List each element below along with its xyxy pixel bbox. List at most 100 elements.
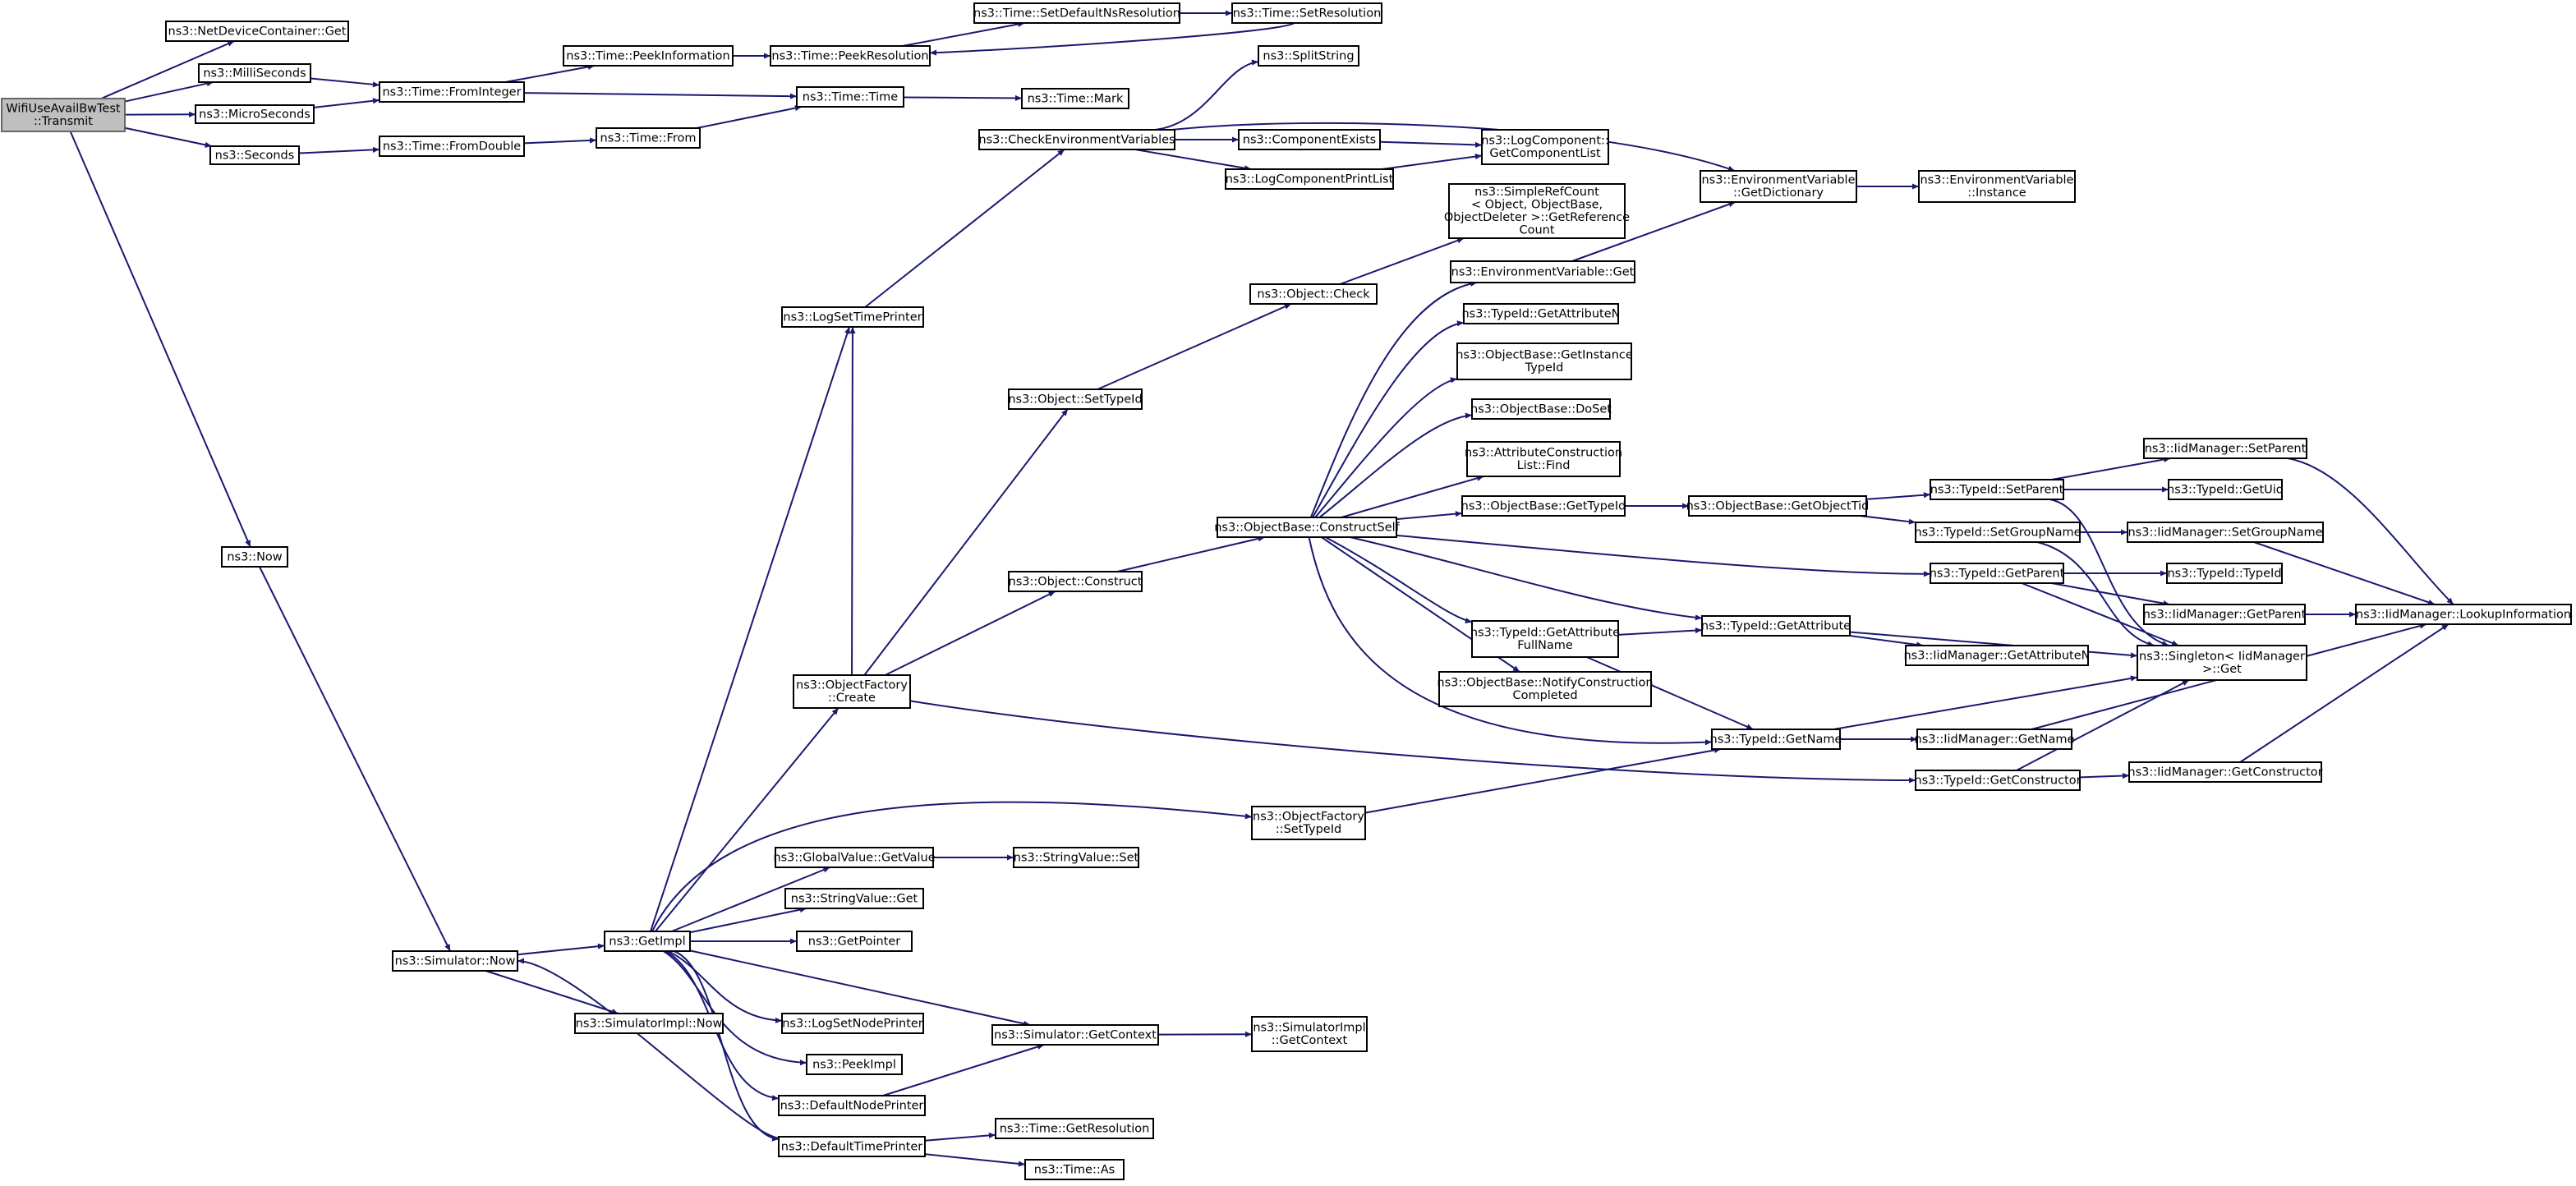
node-svGet[interactable]: ns3::StringValue::Get — [784, 888, 924, 909]
node-label: ns3::Time::SetResolution — [1233, 7, 1382, 20]
node-setDefNs[interactable]: ns3::Time::SetDefaultNsResolution — [973, 2, 1180, 24]
node-envDict[interactable]: ns3::EnvironmentVariable::GetDictionary — [1700, 170, 1857, 203]
node-simNow[interactable]: ns3::Simulator::Now — [392, 950, 518, 972]
node-logPrintList[interactable]: ns3::LogComponentPrintList — [1225, 168, 1394, 190]
node-ndcGet[interactable]: ns3::NetDeviceContainer::Get — [165, 21, 349, 42]
call-edge — [864, 149, 1065, 308]
node-singleton[interactable]: ns3::Singleton< IidManager>::Get — [2137, 645, 2307, 681]
node-logSetTime[interactable]: ns3::LogSetTimePrinter — [781, 306, 924, 328]
node-getPointer[interactable]: ns3::GetPointer — [796, 931, 913, 952]
node-box — [1450, 260, 1635, 283]
node-label: ns3::Now — [227, 550, 282, 563]
node-compExists[interactable]: ns3::ComponentExists — [1238, 129, 1381, 150]
node-peekInfo[interactable]: ns3::Time::PeekInformation — [563, 45, 734, 67]
node-label: ns3::DefaultNodePrinter — [780, 1099, 924, 1112]
node-envGet[interactable]: ns3::EnvironmentVariable::Get — [1450, 260, 1635, 283]
node-label: ns3::ObjectBase::NotifyConstruction — [1437, 677, 1653, 690]
node-defTimePrinter[interactable]: ns3::DefaultTimePrinter — [778, 1136, 926, 1157]
node-label: >::Get — [2202, 663, 2242, 676]
node-box — [2143, 604, 2306, 625]
node-iidGetCtor[interactable]: ns3::IidManager::GetConstructor — [2128, 761, 2323, 783]
node-objCheck[interactable]: ns3::Object::Check — [1249, 283, 1378, 305]
call-edge — [849, 326, 856, 676]
node-iidGetAttrN[interactable]: ns3::IidManager::GetAttributeN — [1903, 645, 2091, 666]
node-simImplNow[interactable]: ns3::SimulatorImpl::Now — [574, 1013, 724, 1034]
node-iidGetParent[interactable]: ns3::IidManager::GetParent — [2143, 604, 2307, 625]
node-doSet[interactable]: ns3::ObjectBase::DoSet — [1470, 398, 1612, 420]
node-svSet[interactable]: ns3::StringValue::Set — [1013, 847, 1139, 868]
node-setTypeId[interactable]: ns3::Object::SetTypeId — [1008, 388, 1143, 410]
node-setRes[interactable]: ns3::Time::SetResolution — [1231, 2, 1382, 24]
node-obGetTid[interactable]: ns3::ObjectBase::GetTypeId — [1461, 495, 1626, 517]
node-notify[interactable]: ns3::ObjectBase::NotifyConstructionCompl… — [1437, 671, 1654, 707]
call-edge — [2253, 541, 2436, 605]
call-edge — [1617, 627, 1703, 636]
node-iidSetGroup[interactable]: ns3::IidManager::SetGroupName — [2127, 522, 2324, 543]
node-defNodePrinter[interactable]: ns3::DefaultNodePrinter — [778, 1095, 926, 1116]
node-envInst[interactable]: ns3::EnvironmentVariable::Instance — [1918, 170, 2076, 203]
node-box — [1463, 303, 1619, 324]
node-label: ns3::EnvironmentVariable — [1920, 174, 2073, 187]
node-label: WifiUseAvailBwTest — [6, 103, 121, 116]
node-label: ns3::MilliSeconds — [203, 67, 306, 80]
node-label: ns3::Time::GetResolution — [1000, 1122, 1150, 1135]
call-edge — [1097, 303, 1292, 390]
node-fromDbl[interactable]: ns3::Time::FromDouble — [379, 136, 525, 157]
node-label: FullName — [1517, 639, 1573, 652]
node-ofCreate[interactable]: ns3::ObjectFactory::Create — [793, 674, 911, 709]
node-getObjTid[interactable]: ns3::ObjectBase::GetObjectTid — [1686, 495, 1870, 517]
node-getAttr[interactable]: ns3::TypeId::GetAttribute — [1701, 615, 1851, 637]
node-getResolution[interactable]: ns3::Time::GetResolution — [995, 1118, 1154, 1139]
call-edge — [667, 950, 783, 1024]
node-objConstruct[interactable]: ns3::Object::Construct — [1008, 571, 1143, 592]
node-getImpl[interactable]: ns3::GetImpl — [604, 931, 691, 952]
node-getUid[interactable]: ns3::TypeId::GetUid — [2167, 479, 2284, 500]
node-label: ns3::Time::Mark — [1028, 92, 1124, 105]
node-simImplCtx[interactable]: ns3::SimulatorImpl::GetContext — [1251, 1016, 1368, 1052]
node-box — [1249, 283, 1378, 305]
node-ofSetTid[interactable]: ns3::ObjectFactory::SetTypeId — [1251, 806, 1366, 840]
node-label: ns3::TypeId::SetGroupName — [1914, 526, 2081, 539]
node-label: ns3::EnvironmentVariable — [1701, 174, 1855, 187]
node-timeAs[interactable]: ns3::Time::As — [1024, 1159, 1125, 1180]
node-tidGetName[interactable]: ns3::TypeId::GetName — [1710, 729, 1842, 750]
node-refCount[interactable]: ns3::SimpleRefCount< Object, ObjectBase,… — [1444, 183, 1630, 239]
node-box — [991, 1024, 1159, 1046]
node-logSetNode[interactable]: ns3::LogSetNodePrinter — [781, 1013, 924, 1034]
node-tidGetParent[interactable]: ns3::TypeId::GetParent — [1930, 563, 2065, 584]
node-timeFrom[interactable]: ns3::Time::From — [596, 127, 701, 149]
node-label: List::Find — [1517, 459, 1571, 472]
node-now[interactable]: ns3::Now — [221, 546, 288, 568]
node-tidGetCtor[interactable]: ns3::TypeId::GetConstructor — [1914, 770, 2082, 791]
node-fromInt[interactable]: ns3::Time::FromInteger — [379, 81, 525, 103]
node-peekRes[interactable]: ns3::Time::PeekResolution — [770, 45, 931, 67]
node-setGroupName[interactable]: ns3::TypeId::SetGroupName — [1914, 522, 2082, 543]
node-micro[interactable]: ns3::MicroSeconds — [195, 104, 315, 124]
node-iidGetName[interactable]: ns3::IidManager::GetName — [1915, 729, 2075, 750]
node-lookup[interactable]: ns3::IidManager::LookupInformation — [2355, 604, 2572, 625]
node-setParentIid[interactable]: ns3::IidManager::SetParent — [2143, 438, 2307, 459]
node-peekImpl[interactable]: ns3::PeekImpl — [806, 1054, 903, 1075]
call-edge — [313, 98, 380, 108]
node-split[interactable]: ns3::SplitString — [1258, 45, 1359, 67]
node-checkEnv[interactable]: ns3::CheckEnvironmentVariables — [978, 129, 1175, 150]
node-tidSetParent[interactable]: ns3::TypeId::SetParent — [1930, 479, 2064, 500]
node-gvGetValue[interactable]: ns3::GlobalValue::GetValue — [773, 847, 936, 868]
node-simGetCtx[interactable]: ns3::Simulator::GetContext — [991, 1024, 1159, 1046]
node-seconds[interactable]: ns3::Seconds — [209, 145, 300, 165]
node-tidTypeId[interactable]: ns3::TypeId::TypeId — [2166, 563, 2283, 584]
node-getAttrN[interactable]: ns3::TypeId::GetAttributeN — [1461, 303, 1621, 324]
node-label: ns3::TypeId::GetConstructor — [1914, 774, 2081, 787]
node-timeTime[interactable]: ns3::Time::Time — [796, 86, 904, 108]
node-root[interactable]: WifiUseAvailBwTest::Transmit — [1, 98, 126, 132]
node-milli[interactable]: ns3::MilliSeconds — [198, 63, 311, 83]
node-mark[interactable]: ns3::Time::Mark — [1021, 88, 1129, 109]
node-getCompList[interactable]: ns3::LogComponent::GetComponentList — [1481, 129, 1609, 165]
node-box — [1471, 398, 1611, 420]
node-constructSelf[interactable]: ns3::ObjectBase::ConstructSelf — [1214, 517, 1401, 538]
node-label: ns3::DefaultTimePrinter — [781, 1140, 922, 1153]
node-label: ns3::Seconds — [215, 149, 295, 162]
